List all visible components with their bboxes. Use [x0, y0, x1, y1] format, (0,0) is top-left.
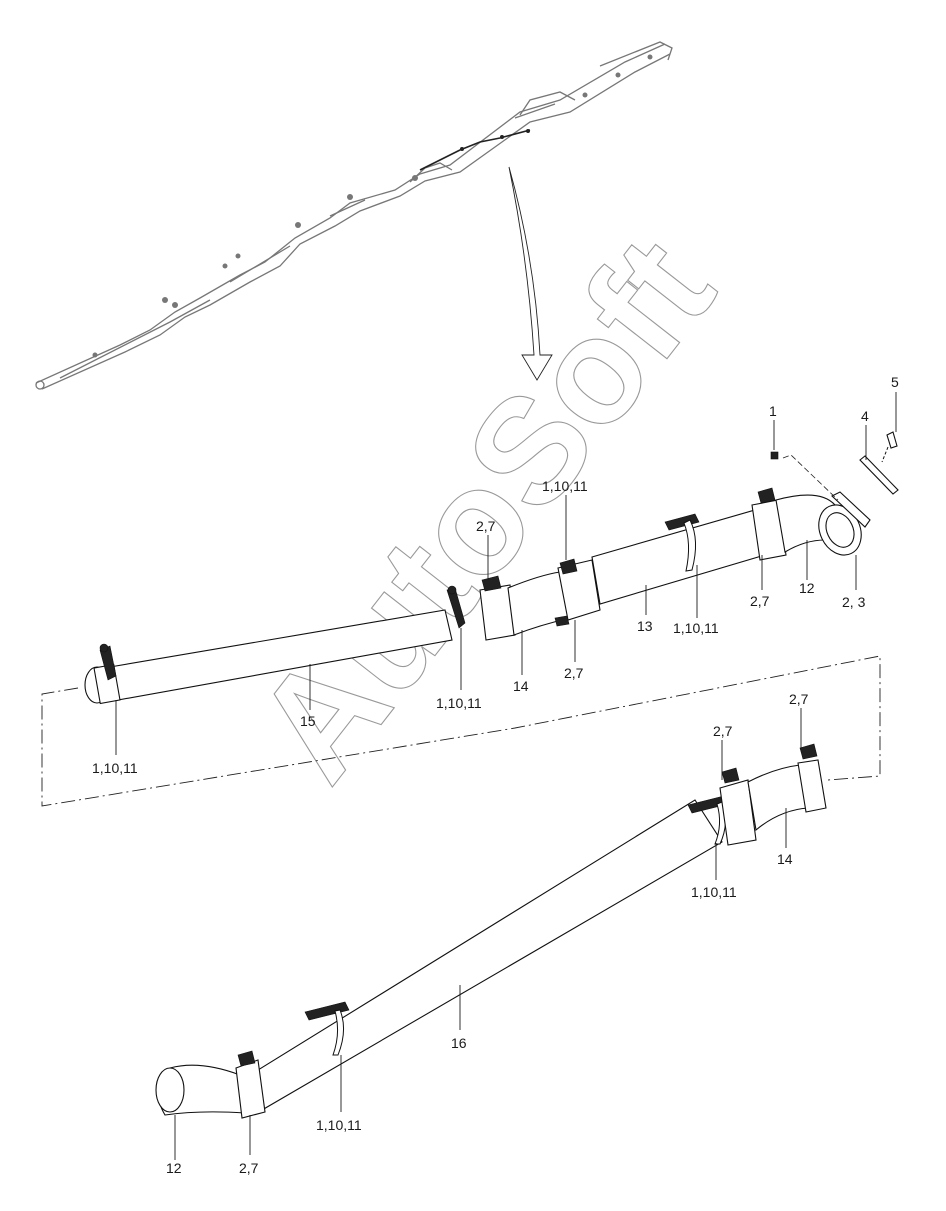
leader-lines [115, 392, 897, 1160]
arrow-to-detail [508, 166, 553, 381]
callout-2-7-a: 2,7 [750, 593, 770, 609]
callout-labels: 1 4 5 2, 3 12 2,7 1,10,11 13 1,10,11 2,7… [92, 374, 899, 1176]
callout-1-10-11-d: 1,10,11 [92, 760, 138, 776]
callout-14-upper: 14 [513, 678, 529, 694]
callout-5: 5 [891, 374, 899, 390]
callout-2-7-e: 2,7 [789, 691, 809, 707]
callout-4: 4 [861, 408, 869, 424]
connection-line [41, 655, 881, 807]
callout-13: 13 [637, 618, 653, 634]
lower-assembly [155, 743, 827, 1119]
callout-2-3: 2, 3 [842, 594, 866, 610]
callout-1-10-11-f: 1,10,11 [316, 1117, 362, 1133]
callout-14-lower: 14 [777, 851, 793, 867]
callout-12-upper: 12 [799, 580, 815, 596]
callout-1: 1 [769, 403, 777, 419]
callout-12-lower: 12 [166, 1160, 182, 1176]
callout-1-10-11-b: 1,10,11 [542, 478, 588, 494]
callout-2-7-f: 2,7 [239, 1160, 259, 1176]
callout-1-10-11-a: 1,10,11 [673, 620, 719, 636]
callout-16: 16 [451, 1035, 467, 1051]
callout-1-10-11-e: 1,10,11 [691, 884, 737, 900]
upper-assembly [84, 431, 899, 705]
callout-2-7-d: 2,7 [713, 723, 733, 739]
callout-1-10-11-c: 1,10,11 [436, 695, 482, 711]
callout-2-7-b: 2,7 [476, 518, 496, 534]
boom-overview [35, 41, 673, 390]
callout-2-7-c: 2,7 [564, 665, 584, 681]
callout-15: 15 [300, 713, 316, 729]
